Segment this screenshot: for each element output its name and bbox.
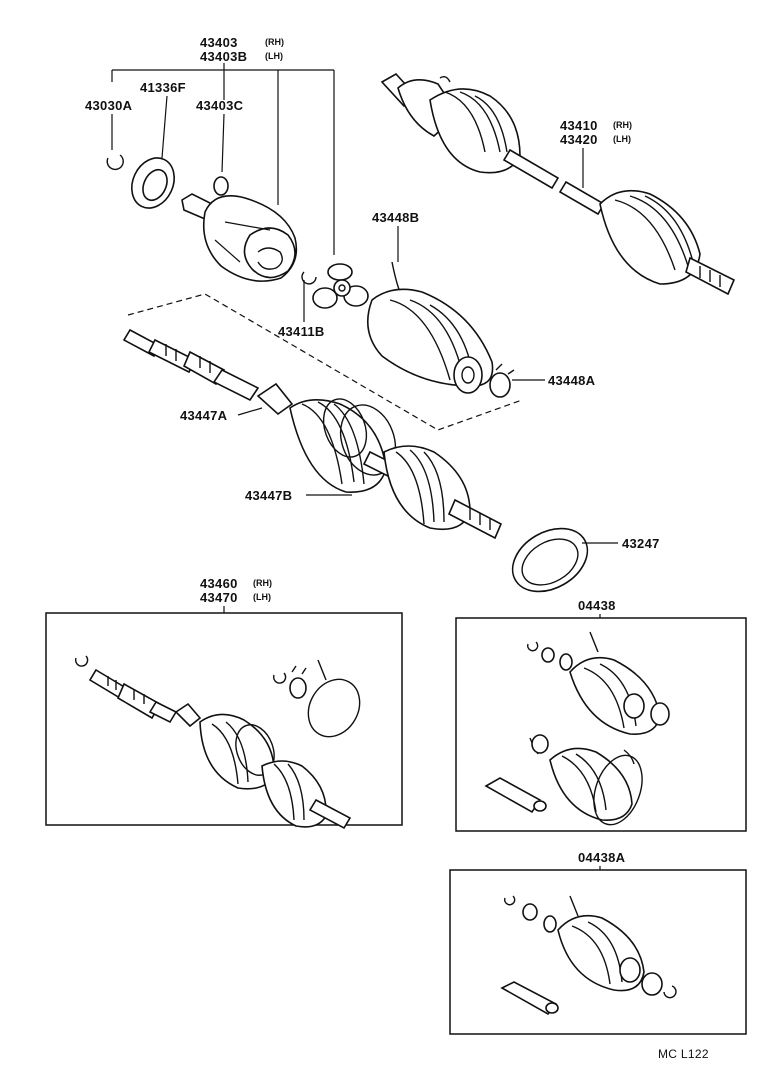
part-number-43448a: 43448A	[548, 373, 596, 388]
leader-43447a	[237, 407, 263, 416]
snap-ring-43030a	[106, 154, 124, 171]
figure-code: MC L122	[658, 1047, 709, 1061]
boot-assembly-43447	[256, 382, 503, 540]
part-number-43460: 43460	[200, 576, 238, 591]
part-number-41336f: 41336F	[140, 80, 186, 95]
kit-box-04438	[455, 617, 747, 832]
dust-seal-41336f	[131, 157, 175, 209]
part-side-lh-43470: (LH)	[253, 592, 271, 602]
part-side-lh: (LH)	[265, 51, 283, 61]
kit-box-43460	[45, 612, 403, 826]
clamp-43448a	[489, 363, 515, 398]
part-number-43447b: 43447B	[245, 488, 292, 503]
dust-deflector-43247	[511, 527, 589, 593]
kit-43460-contents	[74, 655, 361, 830]
part-number-43403b: 43403B	[200, 49, 247, 64]
part-number-43420: 43420	[560, 132, 598, 147]
part-number-43403: 43403	[200, 35, 238, 50]
leader-43403c	[221, 113, 225, 173]
part-number-43447a: 43447A	[180, 408, 228, 423]
part-number-43411b: 43411B	[278, 324, 325, 339]
part-side-rh-43460: (RH)	[253, 578, 272, 588]
tripod-joint-43411b	[312, 263, 369, 309]
part-number-43403c: 43403C	[196, 98, 244, 113]
drive-shaft-assembly-43410	[380, 72, 736, 296]
label-43403: 43403 (RH) 43403B (LH)	[200, 35, 284, 64]
boot-43448b	[366, 261, 494, 394]
drive-shaft-middle	[122, 328, 260, 402]
part-number-43247: 43247	[622, 536, 660, 551]
dashed-group-frame	[127, 293, 523, 431]
part-number-04438: 04438	[578, 598, 616, 613]
kit-box-04438a	[449, 869, 747, 1035]
part-side-lh-43420: (LH)	[613, 134, 631, 144]
part-number-43410: 43410	[560, 118, 598, 133]
part-side-rh: (RH)	[265, 37, 284, 47]
inboard-joint-housing-43403	[181, 193, 298, 282]
circlip-inboard	[301, 271, 317, 285]
kit-04438a-contents	[500, 895, 677, 1016]
leader-43403	[111, 63, 335, 255]
ring-43403c	[213, 176, 229, 196]
part-side-rh-43410: (RH)	[613, 120, 632, 130]
kit-04438-contents	[484, 631, 670, 826]
part-number-43470: 43470	[200, 590, 238, 605]
leader-41336f	[161, 95, 168, 159]
part-number-04438a: 04438A	[578, 850, 626, 865]
part-number-43448b: 43448B	[372, 210, 419, 225]
part-number-43030a: 43030A	[85, 98, 133, 113]
